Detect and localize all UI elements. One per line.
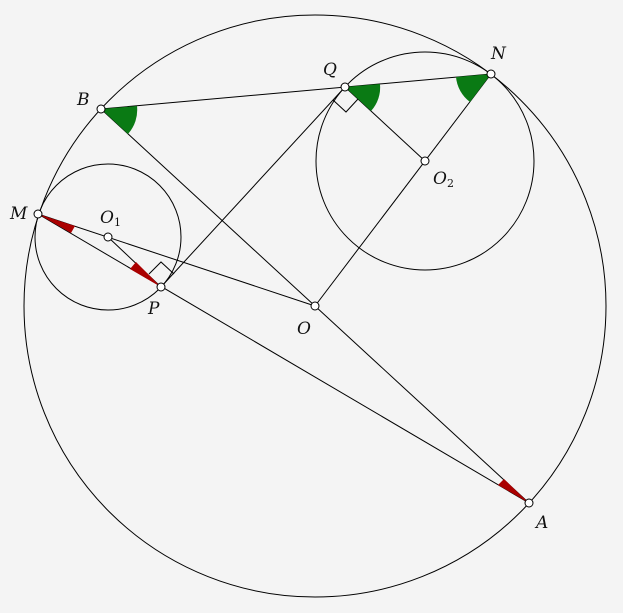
right-angle-mark-P xyxy=(148,261,175,275)
label-Q: Q xyxy=(323,60,337,80)
angle-mark-Q xyxy=(345,84,381,111)
circle-O2 xyxy=(315,51,535,271)
point-A xyxy=(524,498,534,508)
angle-mark-A xyxy=(498,479,529,503)
segment-BN xyxy=(100,73,492,110)
label-A: A xyxy=(534,513,548,533)
angle-mark-M xyxy=(38,214,75,233)
label-O1: O1 xyxy=(100,208,121,229)
angle-mark-B xyxy=(101,106,138,134)
angle-mark-N xyxy=(456,74,491,102)
circle-O1 xyxy=(34,163,182,311)
right-angle-mark-Q xyxy=(332,98,359,113)
label-M: M xyxy=(9,204,28,224)
label-O2-main: O xyxy=(433,169,447,189)
segment-PQ xyxy=(160,86,346,288)
label-O2: O2 xyxy=(433,169,454,190)
label-O2-sub: 2 xyxy=(447,177,454,190)
label-O1-sub: 1 xyxy=(114,216,121,229)
segment-QO2 xyxy=(344,86,426,162)
segment-MO xyxy=(37,213,316,307)
label-B: B xyxy=(76,90,90,110)
circle-big-O xyxy=(23,14,607,598)
point-M xyxy=(33,209,43,219)
point-N xyxy=(486,69,496,79)
segment-NO xyxy=(314,73,492,307)
point-O1 xyxy=(103,232,113,242)
label-P: P xyxy=(147,299,160,319)
label-N: N xyxy=(490,44,507,64)
point-P xyxy=(156,282,166,292)
segment-MA xyxy=(37,213,530,504)
label-O1-main: O xyxy=(100,208,114,228)
point-O xyxy=(310,301,320,311)
point-O2 xyxy=(420,156,430,166)
point-B xyxy=(96,104,106,114)
label-O: O xyxy=(297,319,311,339)
point-Q xyxy=(340,82,350,92)
angle-mark-P xyxy=(130,262,161,287)
